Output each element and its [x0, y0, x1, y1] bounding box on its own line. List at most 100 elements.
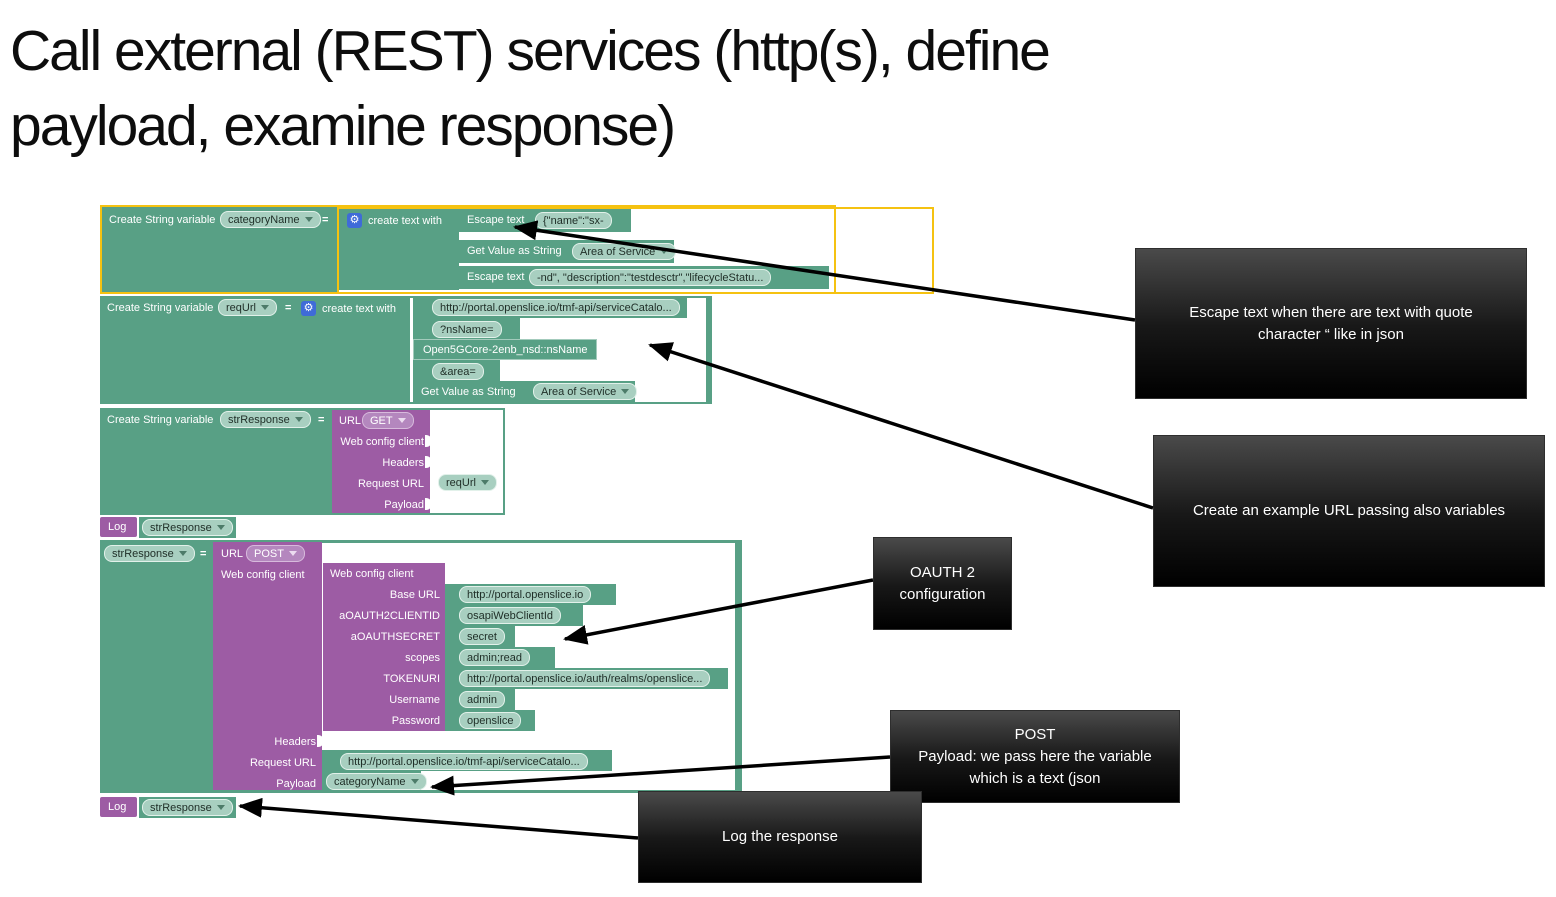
variable-dropdown[interactable]: strResponse: [220, 411, 311, 428]
strresponse-variable: strResponse: [150, 801, 212, 814]
oauth2clientid-value-block[interactable]: osapiWebClientId: [445, 605, 583, 626]
oauthsecret-value: secret: [467, 630, 497, 643]
socket-icon: [425, 435, 432, 447]
equals-sign: =: [285, 302, 292, 314]
gear-icon[interactable]: ⚙: [347, 213, 362, 228]
variable-name: categoryName: [228, 213, 300, 226]
password-value-block[interactable]: openslice: [445, 710, 535, 731]
oauth2clientid-pill[interactable]: osapiWebClientId: [459, 607, 562, 624]
username-label: Username: [389, 694, 440, 706]
callout-post-payload: POST Payload: we pass here the variable …: [890, 710, 1180, 803]
http-method: POST: [254, 547, 284, 560]
escape-text-block[interactable]: Escape text {"name":"sx-: [459, 209, 631, 232]
oauth2clientid-value: osapiWebClientId: [467, 609, 554, 622]
text-literal-pill[interactable]: &area=: [432, 363, 484, 380]
mutator-label: create text with: [368, 215, 442, 227]
http-method-dropdown[interactable]: GET: [362, 412, 414, 429]
web-config-client-block[interactable]: Web config client Base URL aOAUTH2CLIENT…: [323, 563, 445, 731]
callout-line: which is a text (json: [969, 769, 1101, 787]
scopes-value-block[interactable]: admin;read: [445, 647, 555, 668]
declare-label: Create String variable: [107, 302, 214, 314]
password-pill[interactable]: openslice: [459, 712, 522, 729]
get-value-label: Get Value as String: [421, 386, 516, 398]
username-pill[interactable]: admin: [459, 691, 505, 708]
block-create-string-strresponse[interactable]: Create String variable strResponse = URL…: [100, 408, 505, 515]
dropdown-arrow-icon: [260, 305, 269, 310]
get-value-label: Get Value as String: [467, 245, 562, 257]
scopes-label: scopes: [405, 652, 440, 664]
variable-get-block[interactable]: Open5GCore-2enb_nsd::nsName: [413, 339, 597, 360]
request-url-value-block[interactable]: http://portal.openslice.io/tmf-api/servi…: [322, 750, 612, 771]
requrl-variable-dropdown[interactable]: reqUrl: [438, 474, 497, 491]
callout-line: POST: [1014, 725, 1056, 743]
base-url-pill[interactable]: http://portal.openslice.io: [459, 586, 592, 603]
log-block[interactable]: Log: [100, 797, 137, 817]
equals-sign: =: [318, 414, 325, 426]
dropdown-arrow-icon: [304, 217, 313, 222]
base-url-value: http://portal.openslice.io: [467, 588, 584, 601]
oauthsecret-pill[interactable]: secret: [459, 628, 505, 645]
area-of-service-dropdown[interactable]: Area of Service: [572, 243, 677, 260]
web-config-client-label: Web config client: [221, 569, 305, 581]
base-url-label: Base URL: [389, 589, 440, 601]
dropdown-arrow-icon: [397, 418, 406, 423]
page-title: Call external (REST) services (http(s), …: [10, 14, 1051, 164]
tokenuri-pill[interactable]: http://portal.openslice.io/auth/realms/o…: [459, 670, 711, 687]
variable-dropdown[interactable]: reqUrl: [218, 299, 277, 316]
oauthsecret-value-block[interactable]: secret: [445, 626, 515, 647]
text-literal-block[interactable]: &area=: [413, 360, 500, 381]
callout-line: Escape text when there are text with quo…: [1189, 303, 1473, 321]
scopes-pill[interactable]: admin;read: [459, 649, 531, 666]
log-block[interactable]: Log: [100, 517, 137, 537]
base-url-value-block[interactable]: http://portal.openslice.io: [445, 584, 616, 605]
categoryname-variable-dropdown[interactable]: categoryName: [326, 773, 427, 790]
url-label: URL: [339, 415, 362, 427]
strresponse-variable-dropdown[interactable]: strResponse: [142, 519, 233, 536]
get-value-as-string-block[interactable]: Get Value as String Area of Service: [413, 381, 638, 402]
text-literal: ?nsName=: [440, 323, 494, 336]
url-literal-pill[interactable]: http://portal.openslice.io/tmf-api/servi…: [432, 299, 680, 316]
block-create-string-requrl[interactable]: Create String variable reqUrl = ⚙ create…: [100, 296, 712, 404]
text-literal-pill[interactable]: ?nsName=: [432, 321, 502, 338]
dropdown-arrow-icon: [294, 417, 303, 422]
callout-line: OAUTH 2: [909, 563, 975, 581]
dropdown-arrow-icon: [480, 480, 489, 485]
request-url-pill[interactable]: http://portal.openslice.io/tmf-api/servi…: [340, 753, 588, 770]
log-value-block[interactable]: strResponse: [139, 517, 236, 538]
variable-name: strResponse: [112, 547, 174, 560]
text-literal-pill[interactable]: {"name":"sx-: [535, 212, 612, 229]
dropdown-arrow-icon: [660, 249, 669, 254]
block-create-string-categoryname[interactable]: Create String variable categoryName = ⚙ …: [100, 205, 934, 294]
http-method-dropdown[interactable]: POST: [246, 545, 305, 562]
url-post-block[interactable]: URL POST Web config client Headers Reque…: [213, 542, 324, 790]
oauth2clientid-label: aOAUTH2CLIENTID: [339, 610, 440, 622]
password-value: openslice: [467, 714, 514, 727]
text-literal-pill[interactable]: -nd", "description":"testdesctr","lifecy…: [529, 269, 772, 286]
payload-label: Payload: [384, 499, 424, 511]
http-method: GET: [370, 414, 393, 427]
area-of-service-dropdown[interactable]: Area of Service: [533, 383, 638, 400]
username-value-block[interactable]: admin: [445, 689, 515, 710]
requrl-variable: reqUrl: [446, 476, 476, 489]
dropdown-arrow-icon: [410, 779, 419, 784]
payload-value-block[interactable]: categoryName: [322, 771, 427, 790]
escape-text-block[interactable]: Escape text -nd", "description":"testdes…: [459, 266, 829, 289]
text-literal-block[interactable]: ?nsName=: [413, 318, 520, 339]
web-config-client-label: Web config client: [340, 436, 424, 448]
gear-icon[interactable]: ⚙: [301, 301, 316, 316]
callout-line: character “ like in json: [1258, 325, 1404, 343]
text-literal-block[interactable]: http://portal.openslice.io/tmf-api/servi…: [413, 296, 687, 318]
variable-dropdown[interactable]: strResponse: [104, 545, 195, 562]
url-get-block[interactable]: URL GET Web config client Headers Reques…: [332, 410, 432, 513]
get-value-as-string-block[interactable]: Get Value as String Area of Service: [459, 240, 677, 263]
callout-oauth2: OAUTH 2 configuration: [873, 537, 1012, 630]
equals-sign: =: [322, 214, 329, 226]
escape-text-label: Escape text: [467, 214, 525, 226]
escape-text-label: Escape text: [467, 271, 525, 283]
block-set-strresponse-post[interactable]: strResponse = URL POST Web config client…: [100, 540, 742, 793]
log-value-block[interactable]: strResponse: [139, 797, 236, 818]
strresponse-variable-dropdown[interactable]: strResponse: [142, 799, 233, 816]
variable-dropdown[interactable]: categoryName: [220, 211, 321, 228]
tokenuri-value-block[interactable]: http://portal.openslice.io/auth/realms/o…: [445, 668, 728, 689]
text-literal: {"name":"sx-: [543, 214, 604, 227]
